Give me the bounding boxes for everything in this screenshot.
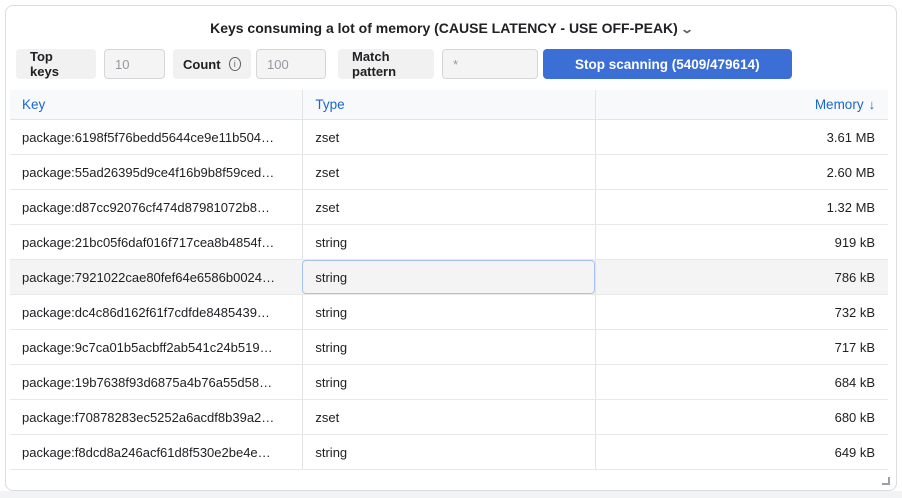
key-cell[interactable]: package:19b7638f93d6875a4b76a55d58…	[22, 374, 273, 390]
panel-title-text: Keys consuming a lot of memory (CAUSE LA…	[210, 20, 678, 36]
page-bottom-strip	[0, 491, 902, 498]
type-cell[interactable]: string	[302, 295, 594, 329]
memory-cell[interactable]: 732 kB	[594, 295, 887, 329]
memory-cell[interactable]: 1.32 MB	[594, 190, 887, 224]
chevron-down-icon: ⌄	[679, 22, 694, 36]
table-row[interactable]: package:21bc05f6daf016f717cea8b4854f… str…	[10, 225, 888, 260]
table-row[interactable]: package:dc4c86d162f61f7cdfde8485439… stri…	[10, 295, 888, 330]
memory-cell[interactable]: 786 kB	[594, 260, 887, 294]
memory-cell[interactable]: 680 kB	[594, 400, 887, 434]
table-row[interactable]: package:55ad26395d9ce4f16b9b8f59ced… zset…	[10, 155, 888, 190]
count-label-group: Count i	[173, 49, 251, 79]
count-label: Count	[183, 56, 221, 72]
table-row[interactable]: package:7921022cae80fef64e6586b0024… stri…	[10, 260, 888, 295]
type-cell[interactable]: string	[302, 435, 594, 469]
column-header-memory-label: Memory	[814, 97, 864, 112]
key-cell[interactable]: package:f70878283ec5252a6acdf8b39a2…	[22, 409, 275, 425]
table-row[interactable]: package:f8dcd8a246acf61d8f530e2be4e… stri…	[10, 435, 888, 470]
column-header-memory[interactable]: Memory ↓	[594, 90, 887, 119]
table-body: package:6198f5f76bedd5644ce9e11b504… zset…	[10, 120, 888, 470]
key-cell[interactable]: package:d87cc92076cf474d87981072b8…	[22, 199, 270, 215]
key-cell[interactable]: package:21bc05f6daf016f717cea8b4854f…	[22, 234, 275, 250]
match-pattern-label: Match pattern	[338, 49, 434, 79]
stop-scanning-button[interactable]: Stop scanning (5409/479614)	[543, 49, 792, 79]
type-cell[interactable]: zset	[302, 400, 594, 434]
key-cell[interactable]: package:f8dcd8a246acf61d8f530e2be4e…	[22, 444, 271, 460]
memory-analysis-panel: Keys consuming a lot of memory (CAUSE LA…	[5, 5, 897, 491]
info-icon[interactable]: i	[228, 57, 241, 71]
type-cell[interactable]: zset	[302, 155, 594, 189]
top-keys-label: Top keys	[16, 49, 96, 79]
type-cell[interactable]: zset	[302, 120, 594, 154]
key-cell[interactable]: package:9c7ca01b5acbff2ab541c24b519…	[22, 339, 273, 355]
type-cell[interactable]: string	[302, 330, 594, 364]
type-cell[interactable]: string	[302, 365, 594, 399]
memory-cell[interactable]: 919 kB	[594, 225, 887, 259]
key-cell[interactable]: package:dc4c86d162f61f7cdfde8485439…	[22, 304, 270, 320]
table-row[interactable]: package:f70878283ec5252a6acdf8b39a2… zset…	[10, 400, 888, 435]
memory-cell[interactable]: 717 kB	[594, 330, 887, 364]
top-keys-input[interactable]	[104, 49, 165, 79]
column-header-type[interactable]: Type	[302, 90, 594, 119]
keys-table: Key Type Memory ↓ package:6198f5f76bedd5…	[10, 90, 888, 470]
sort-desc-icon: ↓	[868, 97, 876, 112]
key-cell[interactable]: package:7921022cae80fef64e6586b0024…	[22, 269, 276, 285]
scan-toolbar: Top keys Count i Match pattern Stop scan…	[16, 49, 896, 79]
table-row[interactable]: package:9c7ca01b5acbff2ab541c24b519… stri…	[10, 330, 888, 365]
type-cell[interactable]: zset	[302, 190, 594, 224]
type-cell[interactable]: string	[302, 260, 595, 294]
match-pattern-input[interactable]	[442, 49, 538, 79]
table-header-row: Key Type Memory ↓	[10, 90, 888, 120]
table-row[interactable]: package:19b7638f93d6875a4b76a55d58… strin…	[10, 365, 888, 400]
panel-title[interactable]: Keys consuming a lot of memory (CAUSE LA…	[6, 18, 896, 39]
memory-cell[interactable]: 684 kB	[594, 365, 887, 399]
table-row[interactable]: package:6198f5f76bedd5644ce9e11b504… zset…	[10, 120, 888, 155]
key-cell[interactable]: package:55ad26395d9ce4f16b9b8f59ced…	[22, 164, 275, 180]
resize-grip-icon[interactable]	[882, 477, 890, 485]
type-cell[interactable]: string	[302, 225, 594, 259]
count-input[interactable]	[256, 49, 326, 79]
memory-cell[interactable]: 649 kB	[594, 435, 887, 469]
column-header-key[interactable]: Key	[22, 97, 46, 112]
memory-cell[interactable]: 2.60 MB	[594, 155, 887, 189]
key-cell[interactable]: package:6198f5f76bedd5644ce9e11b504…	[22, 129, 275, 145]
memory-cell[interactable]: 3.61 MB	[594, 120, 887, 154]
